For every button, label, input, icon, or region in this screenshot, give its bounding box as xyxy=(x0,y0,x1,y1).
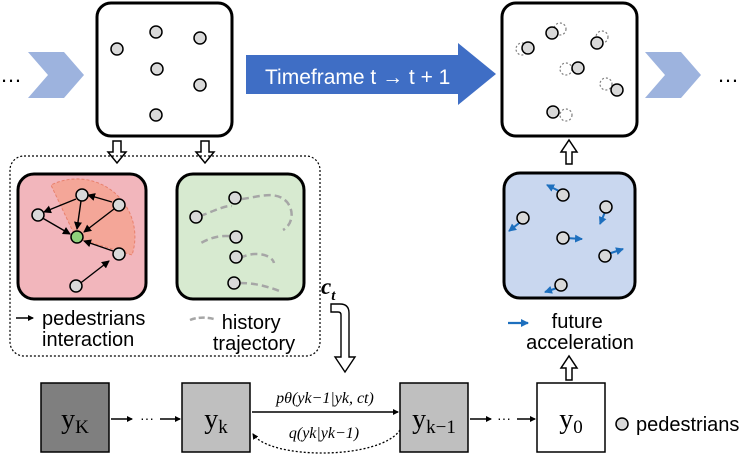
edge-top-to-left xyxy=(43,198,77,214)
edge-left-to-center xyxy=(38,215,71,235)
history-pedestrians xyxy=(189,191,243,290)
ykm1-symbol: y xyxy=(412,404,426,435)
svg-text:y0: y0 xyxy=(559,404,583,438)
left-ellipsis: … xyxy=(0,62,22,87)
yK-subscript: K xyxy=(75,417,89,438)
ykm1-subscript: k−1 xyxy=(426,417,456,438)
edge-lower-right-to-center xyxy=(83,239,114,252)
down-arrow-history xyxy=(194,140,216,165)
condition-label: ct xyxy=(321,274,336,304)
attention-sector xyxy=(50,178,136,256)
history-legend-dash xyxy=(189,316,215,322)
chain-dots-2: ··· xyxy=(497,410,511,426)
forward-transition-label: pθ(yk−1|yk, ct) xyxy=(275,390,374,407)
future-legend-line1: future xyxy=(552,311,603,333)
timeframe-banner: Timeframe t → t + 1 xyxy=(246,43,496,105)
svg-text:yk−1: yk−1 xyxy=(412,404,456,438)
left-chevron-arrow xyxy=(28,52,84,98)
interaction-legend-line1: pedestrians xyxy=(42,308,145,330)
history-legend-line2: trajectory xyxy=(213,333,295,355)
history-legend-line1: history xyxy=(222,312,281,334)
yk-symbol: y xyxy=(204,404,218,435)
svg-text:yK: yK xyxy=(61,404,89,438)
current-frame-panel xyxy=(95,1,234,138)
yK-symbol: y xyxy=(61,404,75,435)
next-frame-pedestrians xyxy=(521,26,624,119)
pedestrians-legend: pedestrians xyxy=(636,414,739,436)
edge-top-to-center xyxy=(74,200,82,230)
edge-right-to-top xyxy=(87,193,113,203)
interaction-legend: pedestrians interaction xyxy=(42,308,151,351)
reverse-transition-label: q(yk|yk−1) xyxy=(289,425,359,442)
current-frame-pedestrians xyxy=(110,25,207,122)
down-arrow-interaction xyxy=(106,140,128,165)
edge-right-to-center xyxy=(83,208,115,233)
right-chevron-arrow xyxy=(645,52,701,98)
condition-arrow xyxy=(330,303,357,374)
interaction-pedestrians xyxy=(31,188,126,293)
future-legend-line2: acceleration xyxy=(526,332,634,354)
right-ellipsis: … xyxy=(717,62,739,87)
chain-node-yk: yk xyxy=(181,382,251,453)
interaction-panel xyxy=(16,172,148,301)
pedestrian-legend-icon xyxy=(615,417,629,431)
svg-text:yk: yk xyxy=(204,404,228,438)
yk-subscript: k xyxy=(218,417,228,438)
y0-subscript: 0 xyxy=(573,417,583,438)
reverse-transition-arrow xyxy=(252,429,401,454)
y0-symbol: y xyxy=(559,404,573,435)
future-pedestrians xyxy=(516,188,613,292)
condition-container xyxy=(9,155,321,357)
edge-bottom-to-lower-right xyxy=(77,260,110,286)
target-pedestrian xyxy=(70,230,84,244)
up-arrow-to-next-frame xyxy=(559,138,579,165)
history-legend: history trajectory xyxy=(213,312,295,355)
chain-node-yK: yK xyxy=(40,382,110,453)
history-panel xyxy=(175,172,306,301)
up-arrow-to-future xyxy=(559,354,579,381)
condition-symbol: c xyxy=(321,274,331,299)
chain-dots-1: ··· xyxy=(140,410,154,426)
chain-node-ykm1: yk−1 xyxy=(399,382,469,453)
next-frame-panel xyxy=(500,1,639,138)
chain-node-y0: y0 xyxy=(536,382,606,453)
interaction-legend-line2: interaction xyxy=(42,329,134,351)
future-legend: future acceleration xyxy=(526,311,634,354)
future-acceleration-panel xyxy=(502,171,637,300)
condition-subscript: t xyxy=(331,288,336,304)
timeframe-label: Timeframe t → t + 1 xyxy=(265,66,450,89)
